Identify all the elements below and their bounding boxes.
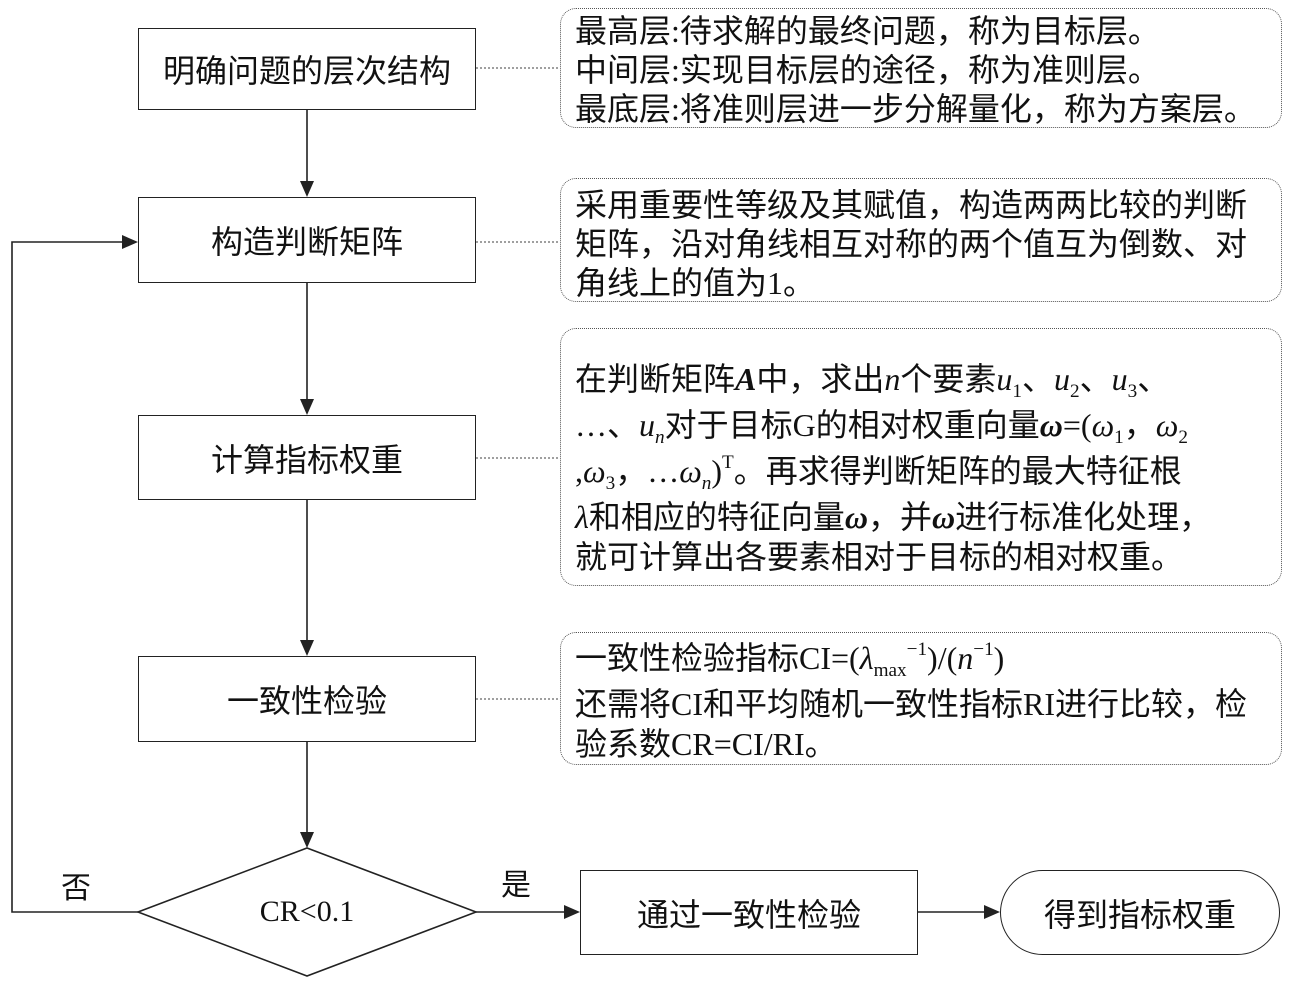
arrow-no-feedback — [11, 235, 138, 913]
note-text: 最底层:将准则层进一步分解量化，称为方案层。 — [575, 91, 1256, 127]
note-line: 还需将CI和平均随机一致性指标RI进行比较，检 — [575, 684, 1281, 724]
note-line: 最底层:将准则层进一步分解量化，称为方案层。 — [575, 90, 1281, 129]
note-text: 个要素 — [900, 361, 997, 397]
end-terminal: 得到指标权重 — [1000, 870, 1280, 955]
note-text: 2 — [1178, 426, 1188, 448]
note-text: T — [722, 451, 734, 473]
note-text: =( — [1062, 407, 1092, 443]
note-text: 还需将CI和平均随机一致性指标RI进行比较，检 — [575, 686, 1248, 722]
arrow-consistency-to-decision — [300, 742, 314, 848]
step-weights-box: 计算指标权重 — [138, 415, 476, 500]
note-text: 对于目标G的相对权重向量 — [664, 407, 1040, 443]
note-line: 角线上的值为1。 — [575, 264, 1281, 303]
note-text: …、 — [575, 407, 640, 443]
note-text: 、 — [1021, 361, 1054, 397]
note-line: 采用重要性等级及其赋值，构造两两比较的判断 — [575, 186, 1281, 225]
note-line: 一致性检验指标CI=(λmax−1)/(n−1) — [575, 638, 1281, 684]
arrow-pass-to-end — [918, 905, 1000, 919]
note-text: 和相应的特征向量 — [588, 499, 845, 535]
note-text: 2 — [1070, 380, 1080, 402]
note-text: u — [639, 407, 656, 443]
end-label: 得到指标权重 — [1043, 896, 1236, 933]
note-text: ω — [583, 453, 606, 489]
note-text: ω — [1155, 407, 1179, 443]
arrow-weights-to-consistency — [300, 500, 314, 656]
arrow-yes-to-pass — [476, 905, 580, 919]
note-text: 。再求得判断矩阵的最大特征根 — [733, 453, 1182, 489]
note-text: 1 — [1012, 380, 1022, 402]
step-weights-label: 计算指标权重 — [210, 441, 403, 478]
note-text: 中间层:实现目标层的途径，称为准则层。 — [575, 52, 1160, 88]
note-matrix: 采用重要性等级及其赋值，构造两两比较的判断矩阵，沿对角线相互对称的两个值互为倒数… — [560, 178, 1282, 302]
note-text: n — [884, 361, 901, 397]
step-hierarchy-box: 明确问题的层次结构 — [138, 28, 476, 110]
note-text: ω — [1039, 407, 1063, 443]
note-text: 中，求出 — [756, 361, 885, 397]
note-text: n — [701, 472, 712, 494]
pass-label: 通过一致性检验 — [636, 896, 861, 933]
note-text: u — [1054, 361, 1070, 397]
note-text: u — [996, 361, 1013, 397]
note-line: 中间层:实现目标层的途径，称为准则层。 — [575, 51, 1281, 90]
note-text: 、 — [1137, 361, 1170, 397]
note-line: …、un对于目标G的相对权重向量ω=(ω1，ω2 — [575, 405, 1281, 451]
decision-diamond — [135, 847, 479, 977]
note-text: 进行标准化处理， — [955, 499, 1212, 535]
pass-box: 通过一致性检验 — [580, 870, 918, 955]
arrow-hierarchy-to-matrix — [300, 110, 314, 197]
decision-condition: CR<0.1 — [259, 895, 355, 928]
step-matrix-label: 构造判断矩阵 — [210, 224, 403, 260]
note-text: ，并 — [868, 499, 933, 535]
note-line: 最高层:待求解的最终问题，称为目标层。 — [575, 12, 1281, 51]
note-text: 采用重要性等级及其赋值，构造两两比较的判断 — [575, 187, 1248, 223]
note-line: 矩阵，沿对角线相互对称的两个值互为倒数、对 — [575, 225, 1281, 264]
note-line: 就可计算出各要素相对于目标的相对权重。 — [575, 537, 1281, 577]
note-text: ω — [1091, 407, 1115, 443]
note-line: ,ω3，…ωn)T。再求得判断矩阵的最大特征根 — [575, 451, 1281, 497]
note-text: 一致性检验指标CI=( — [575, 640, 860, 676]
note-text: , — [575, 453, 583, 489]
note-text: 、 — [1079, 361, 1112, 397]
note-text: λ — [859, 640, 874, 676]
step-matrix-box: 构造判断矩阵 — [138, 197, 476, 283]
note-line: 验系数CR=CI/RI。 — [575, 724, 1281, 764]
note-text: ， — [1123, 407, 1156, 443]
note-text: A — [735, 361, 757, 397]
note-text: u — [1111, 361, 1128, 397]
arrow-matrix-to-weights — [300, 283, 314, 415]
note-text: λ — [575, 499, 589, 535]
note-line: 在判断矩阵A中，求出n个要素u1、u2、u3、 — [575, 359, 1281, 405]
note-text: n — [957, 640, 974, 676]
note-text: ，… — [615, 453, 680, 489]
note-text: 矩阵，沿对角线相互对称的两个值互为倒数、对 — [575, 226, 1248, 262]
note-text: )/( — [927, 640, 958, 676]
note-text: max — [873, 659, 907, 681]
note-text: −1 — [906, 638, 928, 660]
decision-yes-label: 是 — [501, 869, 531, 902]
note-text: 3 — [1127, 380, 1138, 402]
note-text: 最高层:待求解的最终问题，称为目标层。 — [575, 13, 1160, 49]
note-text: ) — [711, 453, 723, 489]
note-text: n — [655, 426, 665, 448]
note-line: λ和相应的特征向量ω，并ω进行标准化处理， — [575, 497, 1281, 537]
note-weights: 在判断矩阵A中，求出n个要素u1、u2、u3、…、un对于目标G的相对权重向量ω… — [560, 328, 1282, 586]
note-hierarchy: 最高层:待求解的最终问题，称为目标层。中间层:实现目标层的途径，称为准则层。最底… — [560, 8, 1282, 128]
step-consistency-label: 一致性检验 — [226, 683, 387, 719]
note-text: 3 — [605, 472, 616, 494]
note-text: 角线上的值为1。 — [575, 265, 816, 301]
note-consistency: 一致性检验指标CI=(λmax−1)/(n−1)还需将CI和平均随机一致性指标R… — [560, 632, 1282, 765]
note-text: 验系数CR=CI/RI。 — [575, 726, 837, 762]
note-text: ω — [844, 499, 869, 535]
note-text: 就可计算出各要素相对于目标的相对权重。 — [575, 539, 1184, 575]
note-text: ω — [679, 453, 702, 489]
step-hierarchy-label: 明确问题的层次结构 — [162, 53, 451, 89]
decision-no-label: 否 — [61, 872, 91, 905]
step-consistency-box: 一致性检验 — [138, 656, 476, 742]
note-text: 在判断矩阵 — [575, 361, 736, 397]
note-text: ) — [993, 640, 1005, 676]
note-text: 1 — [1114, 426, 1124, 448]
note-text: ω — [932, 499, 956, 535]
note-text: −1 — [973, 638, 994, 660]
